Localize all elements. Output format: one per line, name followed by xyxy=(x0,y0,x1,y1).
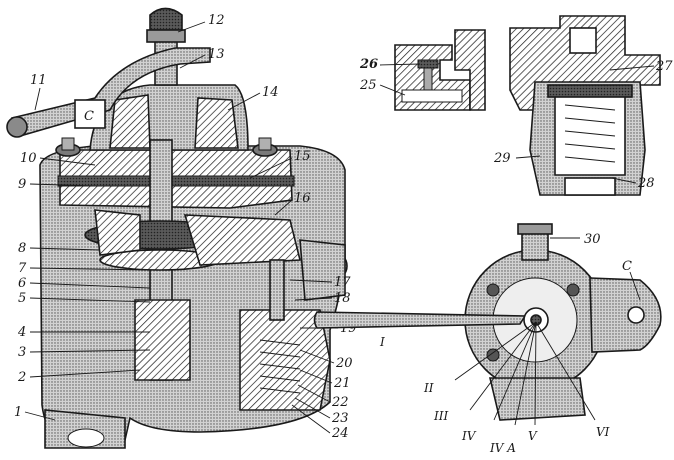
position-V: V xyxy=(528,429,538,443)
label-10: 10 xyxy=(20,151,37,166)
detail-gap xyxy=(401,89,463,103)
foot-bore xyxy=(67,428,105,448)
label-21: 21 xyxy=(333,376,351,391)
label-7: 7 xyxy=(18,261,27,276)
label-12: 12 xyxy=(208,13,225,28)
label-15: 15 xyxy=(294,149,311,164)
lever-end-hub xyxy=(6,116,28,138)
flange-bolt-left xyxy=(55,137,81,157)
top-view-lower-flange xyxy=(488,377,586,421)
top-view-handle xyxy=(313,311,527,329)
main-leaders xyxy=(24,21,338,434)
label-27: 27 xyxy=(655,59,673,74)
lever-label-c: C xyxy=(84,109,94,124)
detail-valve-stem xyxy=(423,67,433,94)
flange-label-c: C xyxy=(622,259,632,274)
label-14: 14 xyxy=(262,85,279,100)
label-16: 16 xyxy=(294,191,311,206)
position-III: III xyxy=(433,409,448,423)
label-23: 23 xyxy=(331,411,349,426)
side-valve-chamber xyxy=(239,309,331,411)
position-I: I xyxy=(379,335,385,349)
side-valve-spring xyxy=(259,339,301,394)
lower-valve-cage xyxy=(134,299,191,381)
label-9: 9 xyxy=(18,177,26,192)
label-11: 11 xyxy=(30,73,47,88)
label-22: 22 xyxy=(331,395,349,410)
label-4: 4 xyxy=(17,325,26,340)
top-view-upper-stud xyxy=(521,229,549,261)
top-view-stud-nut xyxy=(517,223,553,235)
detail-valve-housing: 27 29 28 xyxy=(493,15,673,196)
internal-passage-right xyxy=(183,214,302,266)
main-cutaway-assembly: C xyxy=(6,7,348,449)
label-29: 29 xyxy=(493,151,511,166)
top-view-flange-eye xyxy=(627,306,645,324)
top-view-bolt-b xyxy=(566,283,580,297)
detail-valve-25-26: 26 25 xyxy=(359,29,486,111)
label-1: 1 xyxy=(14,405,22,420)
top-cap-nut xyxy=(149,7,183,31)
label-28: 28 xyxy=(637,176,655,191)
control-lever xyxy=(10,47,211,137)
side-port xyxy=(299,239,346,301)
label-17: 17 xyxy=(334,275,351,290)
side-valve-stem xyxy=(269,259,285,321)
flange-bolt-right xyxy=(252,137,278,157)
housing-piston xyxy=(547,84,633,98)
upper-housing-section xyxy=(109,94,151,149)
housing-bottom-port xyxy=(564,177,616,196)
label-26: 26 xyxy=(359,57,378,72)
label-18: 18 xyxy=(334,291,351,306)
lever-link-block xyxy=(74,99,106,129)
label-24: 24 xyxy=(331,426,349,441)
internal-passage-left xyxy=(94,209,141,256)
upper-housing-section-right xyxy=(194,97,239,149)
position-II: II xyxy=(423,381,434,395)
housing-spring xyxy=(564,104,616,163)
top-view-side-flange xyxy=(589,277,662,353)
housing-cap xyxy=(569,27,597,54)
label-5: 5 xyxy=(18,291,26,306)
label-30: 30 xyxy=(584,232,601,247)
top-view-bolt-c xyxy=(486,348,500,362)
label-25: 25 xyxy=(359,78,377,93)
position-VI: VI xyxy=(596,425,610,439)
position-rays xyxy=(454,321,596,426)
detail-valve-head xyxy=(417,59,439,69)
flange-band xyxy=(57,175,295,187)
main-labels: 12 13 14 11 15 16 10 9 8 7 6 5 4 3 2 1 1… xyxy=(14,13,357,441)
top-view-bolt-a xyxy=(486,283,500,297)
label-13: 13 xyxy=(208,47,225,62)
label-3: 3 xyxy=(18,345,26,360)
label-20: 20 xyxy=(335,356,353,371)
position-IV: IV xyxy=(461,429,477,443)
top-view-crane: 30 C I II III IV IV A V VI xyxy=(313,223,662,455)
position-IVA: IV A xyxy=(489,441,516,455)
label-2: 2 xyxy=(17,370,26,385)
label-8: 8 xyxy=(18,241,26,256)
top-hex-nut xyxy=(146,29,186,43)
label-6: 6 xyxy=(18,276,26,291)
